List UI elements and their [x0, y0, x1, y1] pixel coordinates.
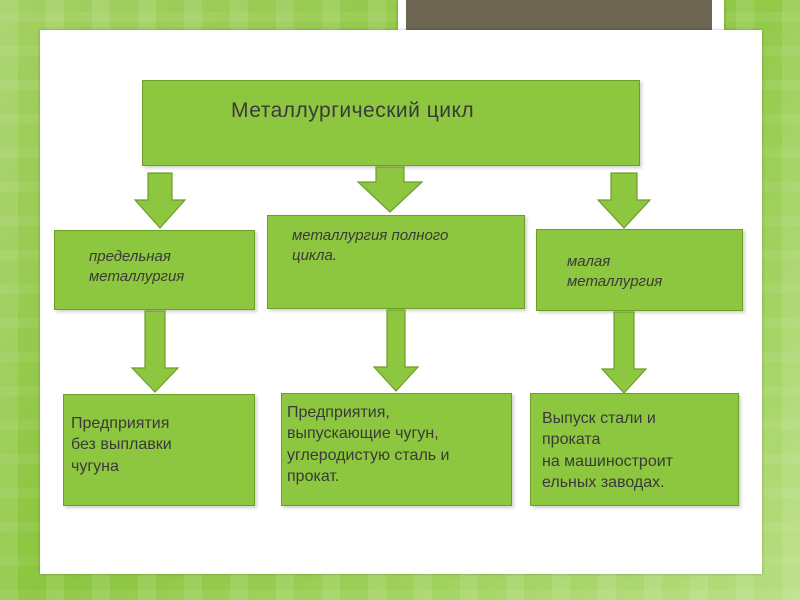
result-label-right: Выпуск стали и проката на машиностроит е…: [542, 408, 673, 493]
result-right-line-3: на машиностроит: [542, 452, 673, 470]
category-right-line-1: малая: [567, 253, 611, 270]
category-box-center: металлургия полного цикла.: [267, 215, 525, 309]
arrow-left-to-result: [130, 310, 180, 393]
arrow-root-to-center: [356, 166, 424, 213]
result-left-line-3: чугуна: [71, 457, 119, 475]
arrow-center-to-result: [372, 309, 420, 392]
result-right-line-4: ельных заводах.: [542, 473, 665, 491]
result-box-right: Выпуск стали и проката на машиностроит е…: [530, 393, 739, 506]
category-box-right: малая металлургия: [536, 229, 743, 311]
root-label: Металлургический цикл: [231, 99, 475, 122]
result-label-left: Предприятия без выплавки чугуна: [71, 413, 172, 477]
root-box: Металлургический цикл: [142, 80, 640, 166]
result-center-line-3: углеродистую сталь и: [287, 446, 450, 464]
arrow-root-to-right: [596, 172, 652, 229]
arrow-right-to-result: [600, 311, 648, 394]
category-left-line-1: предельная: [89, 248, 171, 265]
category-label-center: металлургия полного цикла.: [292, 226, 448, 266]
arrow-root-to-left: [133, 172, 187, 229]
category-center-line-1: металлургия полного: [292, 227, 449, 244]
category-right-line-2: металлургия: [567, 272, 663, 290]
result-center-line-2: выпускающие чугун,: [287, 425, 439, 443]
result-center-line-4: прокат.: [287, 467, 340, 485]
result-left-line-2: без выплавки: [71, 436, 172, 454]
result-center-line-1: Предприятия,: [287, 404, 390, 421]
category-label-left: предельная металлургия: [89, 247, 184, 287]
result-left-line-1: Предприятия: [71, 415, 170, 432]
result-box-center: Предприятия, выпускающие чугун, углероди…: [281, 393, 512, 506]
result-label-center: Предприятия, выпускающие чугун, углероди…: [287, 402, 450, 487]
category-left-line-2: металлургия: [89, 267, 185, 285]
category-box-left: предельная металлургия: [54, 230, 255, 310]
category-label-right: малая металлургия: [567, 252, 662, 292]
result-box-left: Предприятия без выплавки чугуна: [63, 394, 255, 506]
result-right-line-1: Выпуск стали и: [542, 410, 656, 427]
category-center-line-2: цикла.: [292, 246, 337, 264]
result-right-line-2: проката: [542, 431, 601, 449]
